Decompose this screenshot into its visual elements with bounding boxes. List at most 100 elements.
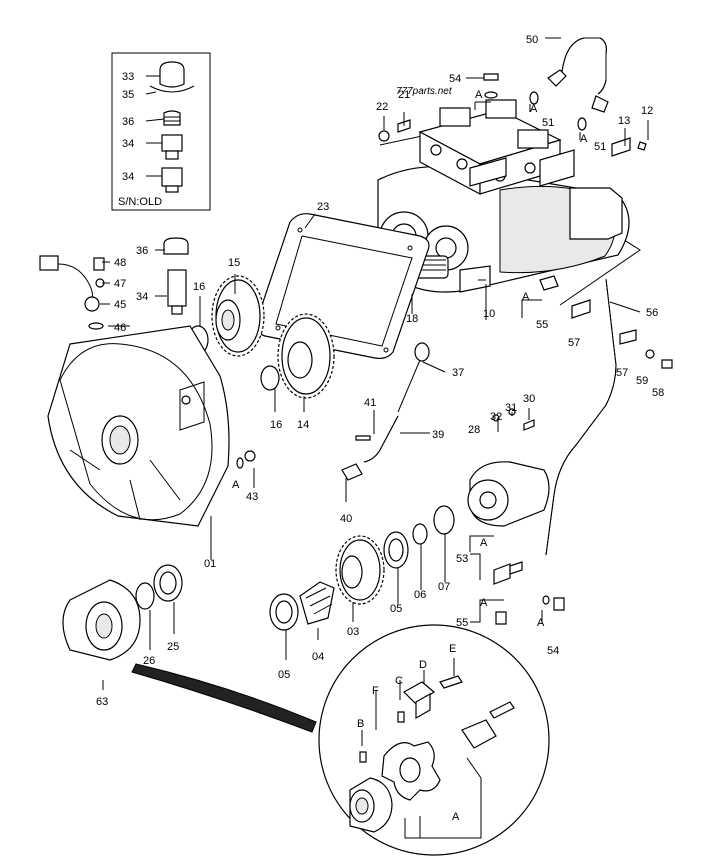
watermark-text: 777parts.net — [396, 86, 453, 97]
inset-box-old-serial: 33 35 36 34 34 S/N:OLD — [111, 52, 211, 211]
gear-14 — [277, 313, 335, 399]
gear-pump-28 — [467, 408, 550, 527]
leader-lines — [100, 37, 649, 839]
hose-56 — [539, 275, 673, 556]
label-55-lower: 55 — [456, 617, 468, 629]
label-12: 12 — [641, 105, 653, 117]
label-13: 13 — [618, 115, 630, 127]
label-31: 31 — [505, 402, 517, 414]
label-59: 59 — [636, 375, 648, 387]
inset-label-33: 33 — [122, 71, 134, 83]
ref-a-54: A — [537, 617, 545, 629]
label-41: 41 — [364, 397, 376, 409]
label-46: 46 — [114, 322, 126, 334]
label-55-upper: 55 — [536, 319, 548, 331]
label-10: 10 — [483, 308, 495, 320]
label-51-left: 51 — [542, 117, 554, 129]
gear-15 — [211, 275, 265, 357]
label-25: 25 — [167, 641, 179, 653]
label-32: 32 — [490, 411, 502, 423]
label-14: 14 — [297, 419, 309, 431]
label-F: F — [372, 685, 379, 697]
label-05-lower: 05 — [278, 669, 290, 681]
label-C: C — [395, 675, 403, 687]
label-54-bottom: 54 — [547, 645, 559, 657]
coupling-63 — [62, 579, 141, 661]
label-21: 21 — [398, 89, 410, 101]
dipstick-37 — [397, 342, 430, 413]
label-58: 58 — [652, 387, 664, 399]
control-valve-block — [418, 99, 575, 195]
element-flower-F — [381, 741, 441, 801]
coupling-hub-detail — [349, 751, 393, 833]
label-05-upper: 05 — [390, 603, 402, 615]
small-parts-top — [378, 73, 647, 157]
clamp-C-D-E — [397, 675, 463, 723]
ref-a-top-mid: A — [530, 103, 538, 115]
label-15: 15 — [228, 257, 240, 269]
tube-39 — [341, 415, 399, 481]
flywheel-housing-01 — [47, 325, 256, 527]
ref-a-housing: A — [232, 479, 240, 491]
detail-circle-coupling — [131, 624, 550, 856]
label-06: 06 — [414, 589, 426, 601]
label-E: E — [449, 643, 456, 655]
label-45: 45 — [114, 299, 126, 311]
label-56: 56 — [646, 307, 658, 319]
ref-a-55: A — [480, 597, 488, 609]
sensor-45-assembly — [39, 237, 189, 330]
label-22: 22 — [376, 101, 388, 113]
reference-marks: A A A A A A A A A — [232, 89, 588, 823]
label-26: 26 — [143, 655, 155, 667]
label-16-upper: 16 — [193, 281, 205, 293]
inset-label-35: 35 — [122, 89, 134, 101]
label-34: 34 — [136, 291, 148, 303]
inset-label-34-lower: 34 — [122, 171, 134, 183]
ref-a-top-right: A — [580, 133, 588, 145]
label-07: 07 — [438, 581, 450, 593]
label-16-lower: 16 — [270, 419, 282, 431]
label-01: 01 — [204, 558, 216, 570]
inset-label-34-upper: 34 — [122, 138, 134, 150]
fitting-36-icon — [163, 110, 181, 126]
shaft-04 — [299, 581, 335, 625]
label-47: 47 — [114, 278, 126, 290]
gear-03 — [335, 535, 385, 605]
collar-06-ring-07 — [412, 505, 455, 545]
inset-caption: S/N:OLD — [118, 196, 162, 208]
label-39: 39 — [432, 429, 444, 441]
label-57-right: 57 — [616, 367, 628, 379]
label-28: 28 — [468, 424, 480, 436]
label-57-left: 57 — [568, 337, 580, 349]
label-30: 30 — [523, 393, 535, 405]
ref-a-top-left: A — [475, 89, 483, 101]
label-63: 63 — [96, 696, 108, 708]
cap-33-icon — [149, 61, 195, 93]
label-04: 04 — [312, 651, 324, 663]
hydraulic-line-50 — [547, 37, 609, 113]
bearings-05 — [269, 531, 409, 631]
ref-a-53: A — [480, 537, 488, 549]
label-D: D — [419, 659, 427, 671]
bolt-right-detail — [461, 701, 515, 749]
bearing-25-ring-26 — [135, 564, 183, 610]
label-54-top: 54 — [449, 73, 461, 85]
ref-a-detail: A — [452, 811, 460, 823]
label-37: 37 — [452, 367, 464, 379]
pump-assembly-10 — [377, 129, 641, 306]
label-51-right: 51 — [594, 141, 606, 153]
label-43: 43 — [246, 491, 258, 503]
label-40: 40 — [340, 513, 352, 525]
part-labels: 01 03 04 05 05 06 07 10 12 13 14 15 16 1… — [96, 34, 664, 730]
fittings-53-55 — [493, 561, 565, 625]
label-18: 18 — [406, 313, 418, 325]
label-23: 23 — [317, 201, 329, 213]
fitting-34-lower-icon — [161, 167, 183, 193]
label-B: B — [357, 718, 364, 730]
label-36: 36 — [136, 245, 148, 257]
label-48: 48 — [114, 257, 126, 269]
label-03: 03 — [347, 626, 359, 638]
label-53: 53 — [456, 553, 468, 565]
ref-a-pump-side: A — [522, 291, 530, 303]
